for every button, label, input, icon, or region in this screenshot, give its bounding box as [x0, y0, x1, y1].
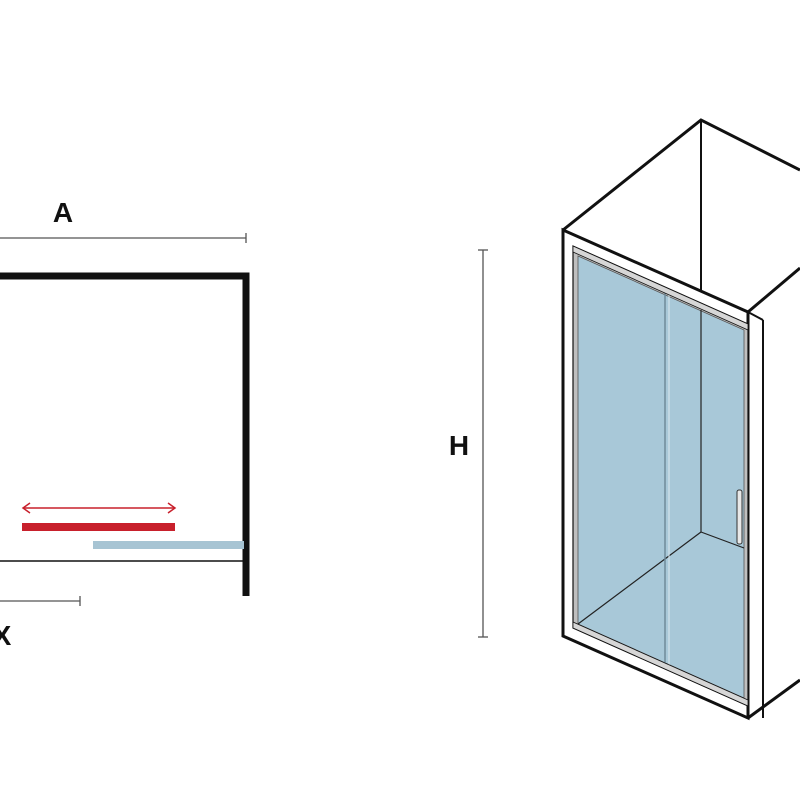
plan-walls — [0, 272, 250, 596]
door-handle-icon — [736, 489, 743, 545]
dimension-h: H — [449, 249, 488, 638]
enclosure-3d-view — [561, 118, 800, 721]
glass-panel — [577, 255, 745, 699]
floor-right-edge — [747, 678, 800, 720]
dimension-a-label: A — [53, 197, 73, 228]
dimension-h-label: H — [449, 430, 469, 461]
dimension-x: X — [0, 596, 81, 651]
inner-floor-line-right — [700, 531, 745, 549]
sliding-panel — [22, 523, 175, 531]
top-right-edge — [747, 266, 800, 314]
fixed-panel — [93, 541, 244, 549]
inner-floor-line-left — [577, 531, 702, 625]
top-back-edges — [562, 118, 800, 232]
dimension-a: A — [0, 197, 247, 243]
top-rail — [572, 245, 749, 331]
plan-view: A X — [0, 197, 250, 651]
dimension-x-label: X — [0, 620, 12, 651]
bottom-rail — [572, 621, 749, 707]
double-arrow-icon — [21, 502, 177, 514]
